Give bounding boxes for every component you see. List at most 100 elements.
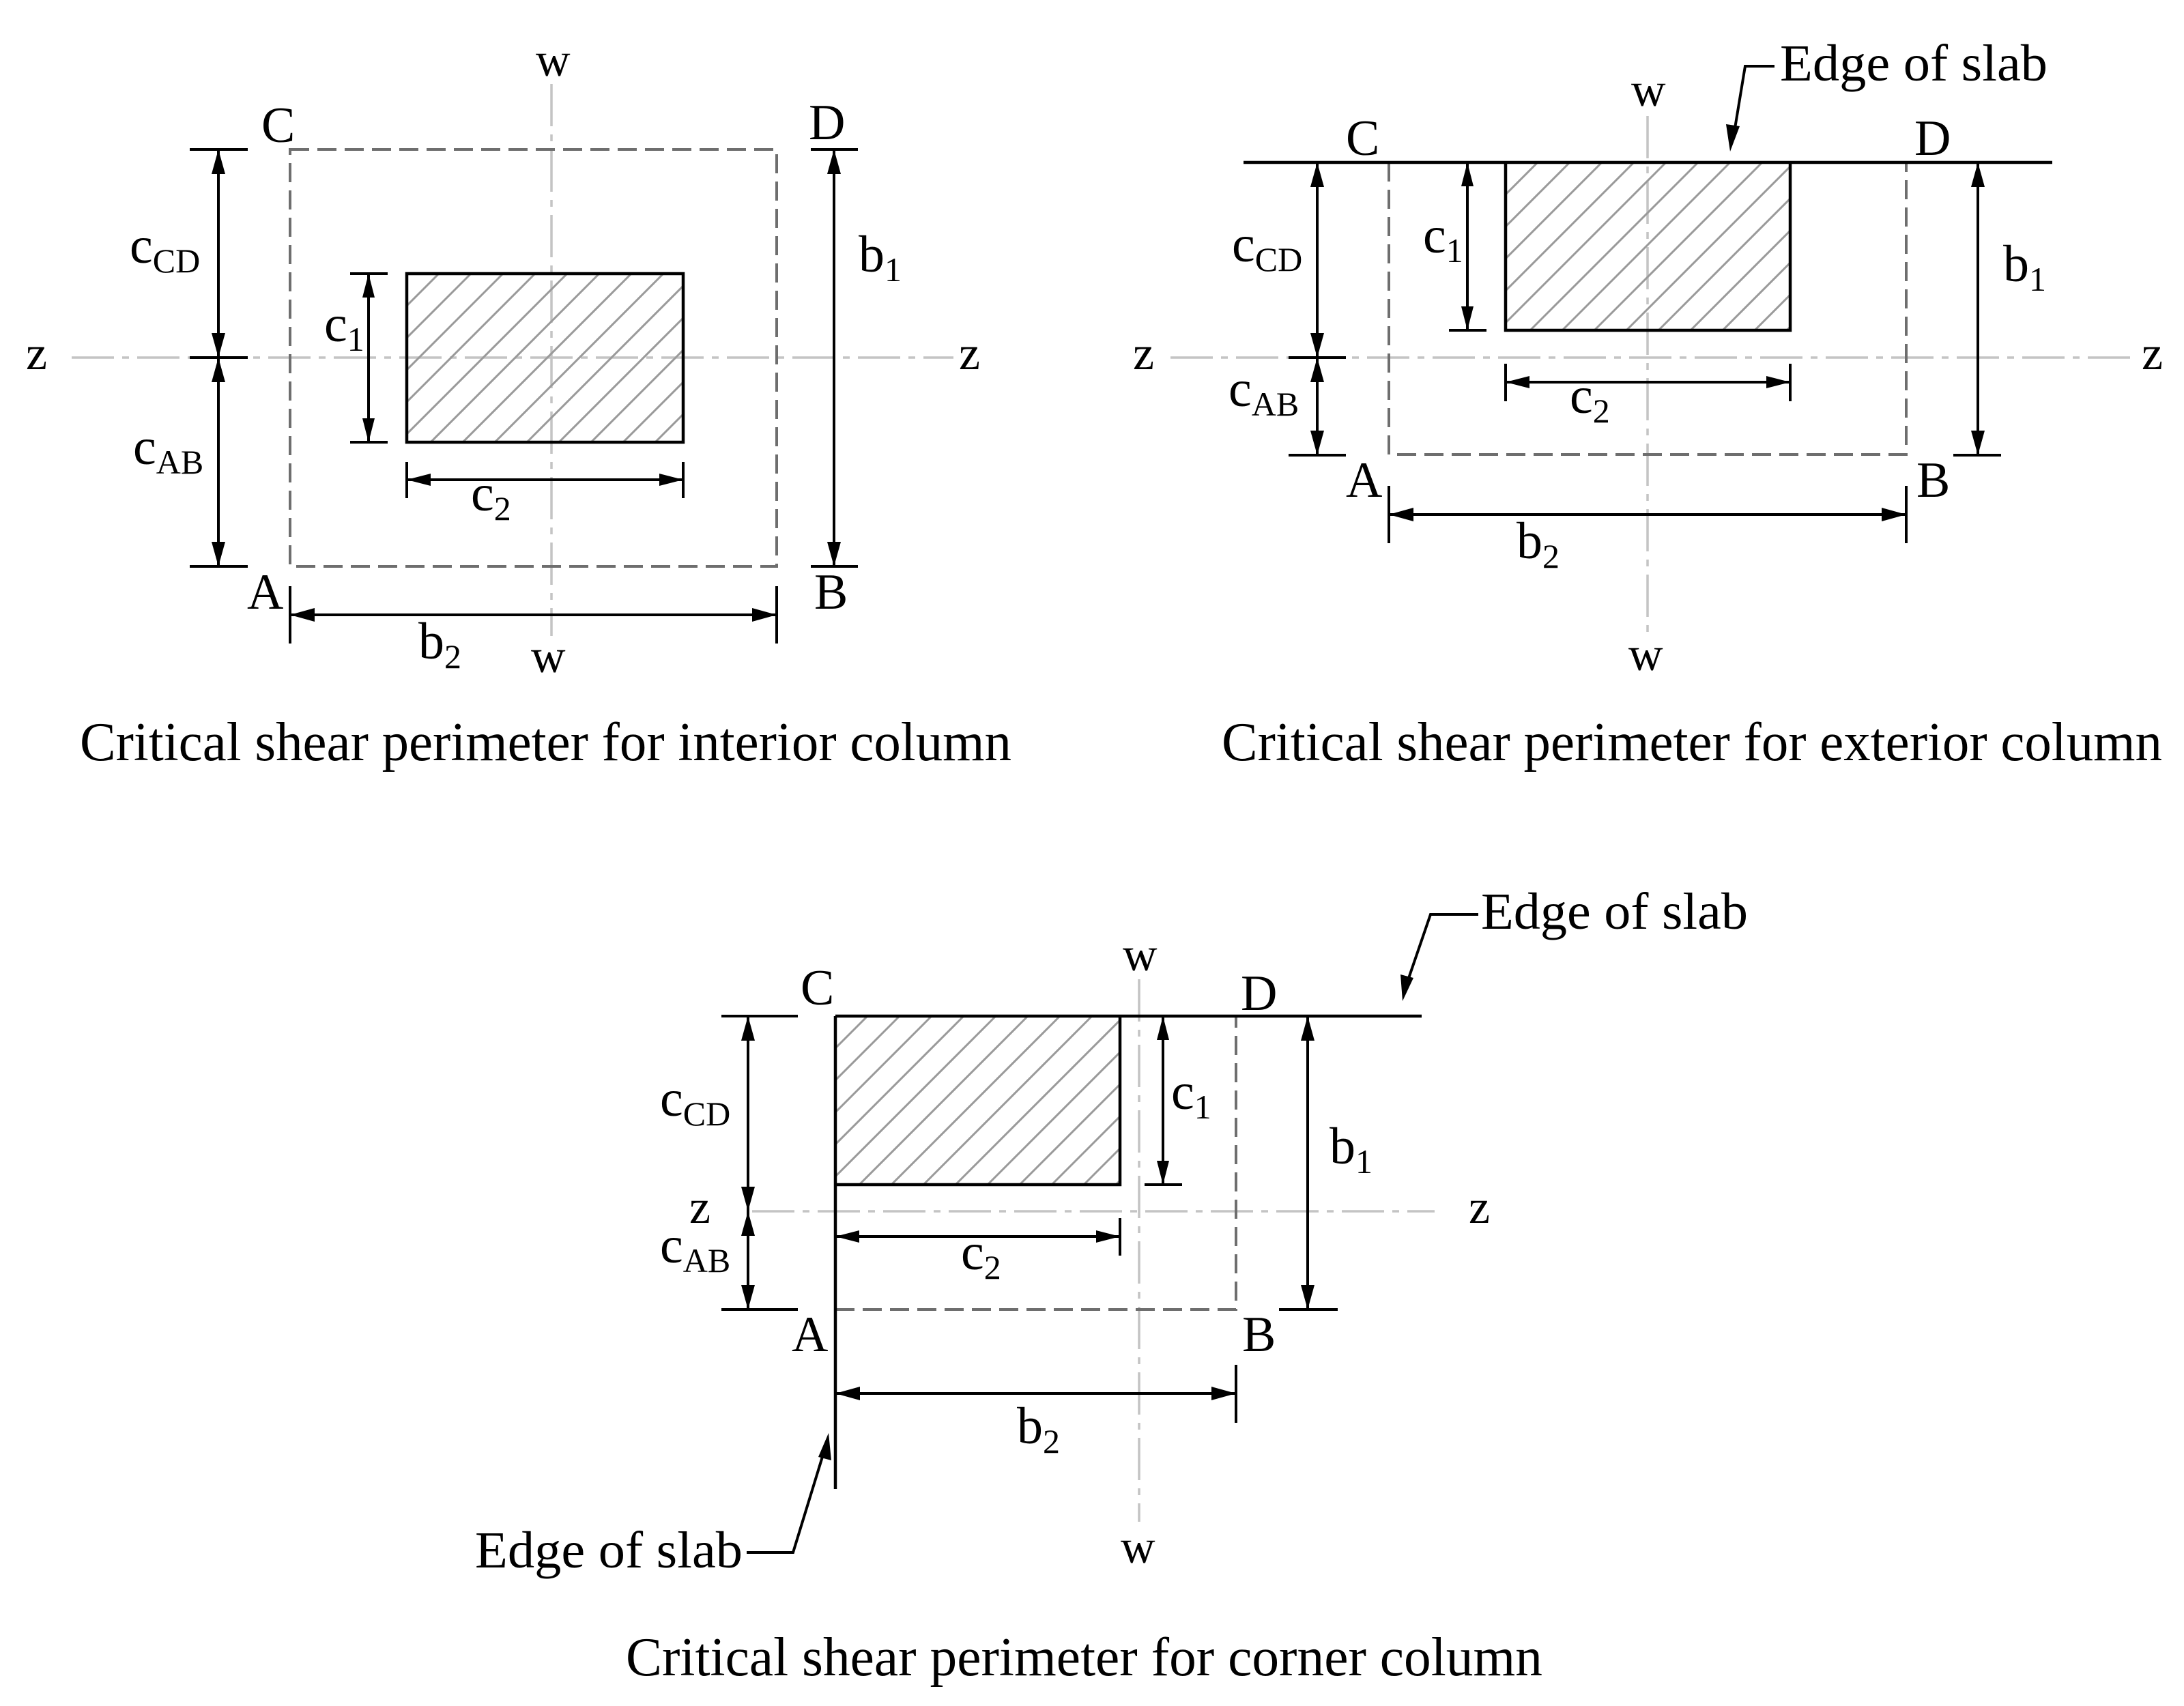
label-c-cd: cCD bbox=[660, 1070, 730, 1133]
hatch-line bbox=[1689, 229, 1790, 330]
hatch-line bbox=[954, 1018, 1120, 1185]
label-c2: c2 bbox=[1570, 367, 1610, 430]
hatch-line bbox=[835, 1016, 901, 1082]
hatch-line bbox=[1018, 1082, 1120, 1185]
label-c1: c1 bbox=[1171, 1063, 1211, 1126]
dim-b1 bbox=[1953, 162, 2001, 457]
dim-c-cd-c-ab bbox=[721, 1015, 798, 1311]
label-b2: b2 bbox=[418, 613, 461, 676]
corner-label-b: B bbox=[1242, 1307, 1276, 1363]
axis-label-w-bottom: w bbox=[1121, 1521, 1155, 1574]
edge-of-slab-note-top: Edge of slab bbox=[1481, 883, 1748, 940]
hatch-line bbox=[1506, 162, 1571, 229]
column-hatch bbox=[1506, 162, 2115, 330]
dim-c1 bbox=[1145, 1016, 1182, 1186]
hatch-line bbox=[1851, 162, 2019, 330]
corner-label-c: C bbox=[1346, 111, 1379, 167]
dim-c-cd-c-ab bbox=[190, 148, 248, 568]
dim-c1 bbox=[350, 272, 388, 444]
hatch-line bbox=[461, 274, 633, 442]
hatch-line bbox=[1506, 162, 1539, 197]
axis-label-w-top: w bbox=[1631, 64, 1666, 117]
hatch-line bbox=[429, 274, 601, 442]
edge-of-slab-note: Edge of slab bbox=[1780, 35, 2048, 92]
edge-of-slab-leader-top bbox=[1400, 913, 1478, 1001]
corner-label-a: A bbox=[247, 564, 283, 620]
label-b1: b1 bbox=[859, 226, 902, 289]
label-b1: b1 bbox=[2003, 235, 2046, 298]
hatch-line bbox=[1915, 162, 2083, 330]
hatch-line bbox=[835, 1016, 965, 1146]
hatch-line bbox=[407, 274, 472, 340]
hatch-line bbox=[590, 348, 683, 442]
axis-label-z-left: z bbox=[26, 328, 47, 380]
corner-label-c: C bbox=[261, 98, 295, 154]
hatch-line bbox=[1082, 1146, 1120, 1185]
caption-corner: Critical shear perimeter for corner colu… bbox=[626, 1628, 1542, 1688]
hatch-line bbox=[1657, 197, 1790, 330]
label-c-cd: cCD bbox=[1232, 216, 1302, 278]
edge-of-slab-note-side: Edge of slab bbox=[475, 1522, 743, 1579]
label-c-cd: cCD bbox=[130, 217, 200, 280]
hatch-line bbox=[835, 1016, 997, 1179]
dim-c1 bbox=[1449, 162, 1486, 332]
caption-exterior: Critical shear perimeter for exterior co… bbox=[1222, 712, 2162, 772]
hatch-line bbox=[835, 1016, 933, 1114]
axis-label-z-left: z bbox=[1133, 328, 1154, 380]
hatch-line bbox=[1506, 162, 1507, 164]
corner-label-c: C bbox=[801, 960, 834, 1016]
dim-c-cd-c-ab bbox=[1289, 162, 1346, 457]
edge-of-slab-leader bbox=[1726, 65, 1774, 151]
hatch-line bbox=[1593, 162, 1764, 330]
hatch-line bbox=[890, 1016, 1061, 1185]
hatch-line bbox=[1050, 1114, 1120, 1185]
axis-label-z-right: z bbox=[2142, 328, 2163, 380]
corner-label-d: D bbox=[1241, 966, 1277, 1022]
hatch-line bbox=[858, 1016, 1029, 1185]
column-section bbox=[405, 272, 685, 444]
hatch-line bbox=[407, 274, 569, 436]
axis-label-z-right: z bbox=[959, 328, 980, 380]
axis-label-z-right: z bbox=[1469, 1181, 1490, 1234]
dim-b2 bbox=[835, 1365, 1237, 1423]
hatch-line bbox=[986, 1050, 1120, 1185]
edge-of-slab-leader-side bbox=[747, 1433, 831, 1554]
panel-corner: Edge of slab Edge of slab cCD cAB c1 bbox=[475, 883, 1748, 1688]
hatch-line bbox=[407, 274, 536, 404]
hatch-line bbox=[1506, 162, 1635, 293]
hatch-line bbox=[1947, 162, 2115, 330]
hatch-line bbox=[1753, 293, 1790, 330]
dim-b2 bbox=[289, 586, 778, 644]
hatch-line bbox=[1625, 164, 1790, 330]
hatch-line bbox=[622, 380, 683, 442]
label-c1: c1 bbox=[324, 295, 364, 358]
panel-interior: cCD cAB c1 c2 b1 bbox=[26, 34, 1011, 772]
column-section bbox=[1504, 162, 1792, 332]
critical-perimeter bbox=[1388, 162, 1908, 456]
label-c2: c2 bbox=[471, 465, 511, 527]
corner-label-d: D bbox=[1914, 111, 1951, 167]
label-c1: c1 bbox=[1423, 207, 1463, 270]
critical-perimeter bbox=[835, 1016, 1237, 1311]
label-b1: b1 bbox=[1330, 1118, 1373, 1181]
panel-exterior: Edge of slab cCD cAB c1 c2 bbox=[1133, 35, 2163, 772]
label-c-ab: cAB bbox=[660, 1217, 730, 1280]
axis-label-w-top: w bbox=[536, 34, 571, 87]
dim-c2 bbox=[405, 462, 685, 498]
axis-label-w-top: w bbox=[1123, 929, 1158, 981]
corner-label-d: D bbox=[809, 95, 845, 151]
hatch-line bbox=[1506, 162, 1667, 325]
hatch-line bbox=[1244, 1016, 1413, 1185]
hatch-line bbox=[1819, 162, 1987, 330]
axis-label-z-left: z bbox=[689, 1181, 710, 1234]
column-hatch bbox=[835, 1016, 1413, 1185]
hatch-line bbox=[1785, 325, 1790, 330]
label-c-ab: cAB bbox=[1228, 360, 1299, 423]
hatch-line bbox=[526, 284, 683, 442]
hatch-line bbox=[922, 1016, 1093, 1185]
label-b2: b2 bbox=[1017, 1398, 1060, 1460]
hatch-line bbox=[835, 1016, 869, 1050]
axis-label-w-bottom: w bbox=[531, 631, 566, 683]
hatch-line bbox=[407, 274, 440, 308]
